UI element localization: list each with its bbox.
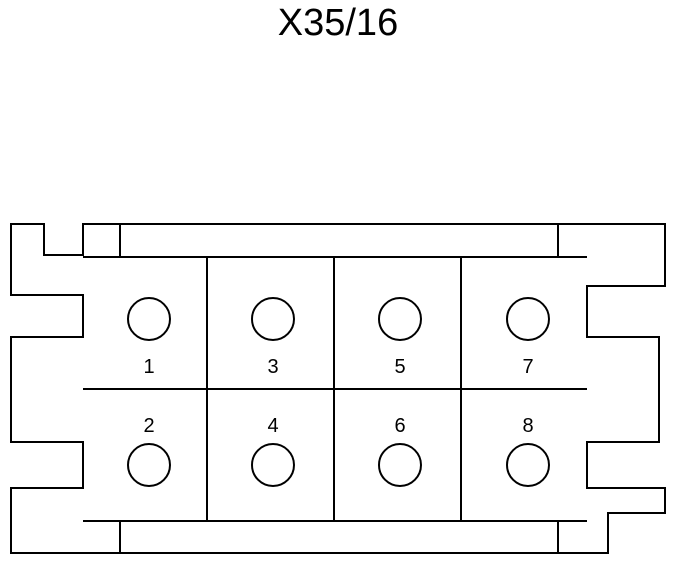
pin-contact-5 xyxy=(378,297,422,341)
pin-contact-4 xyxy=(251,443,295,487)
pin-contact-6 xyxy=(378,443,422,487)
pin-number-3: 3 xyxy=(267,356,278,378)
pin-number-1: 1 xyxy=(143,356,154,378)
pin-grid xyxy=(83,256,587,522)
top-latch-rail xyxy=(119,223,559,258)
pin-number-6: 6 xyxy=(394,415,405,437)
pin-number-7: 7 xyxy=(522,356,533,378)
pin-number-4: 4 xyxy=(267,415,278,437)
pin-contact-3 xyxy=(251,297,295,341)
pin-contact-7 xyxy=(506,297,550,341)
pin-contact-8 xyxy=(506,443,550,487)
pin-contact-1 xyxy=(127,297,171,341)
pin-number-8: 8 xyxy=(522,415,533,437)
pin-contact-2 xyxy=(127,443,171,487)
pin-number-5: 5 xyxy=(394,356,405,378)
bottom-latch-rail xyxy=(119,520,559,554)
connector-title: X35/16 xyxy=(277,2,399,44)
pin-number-2: 2 xyxy=(143,415,154,437)
